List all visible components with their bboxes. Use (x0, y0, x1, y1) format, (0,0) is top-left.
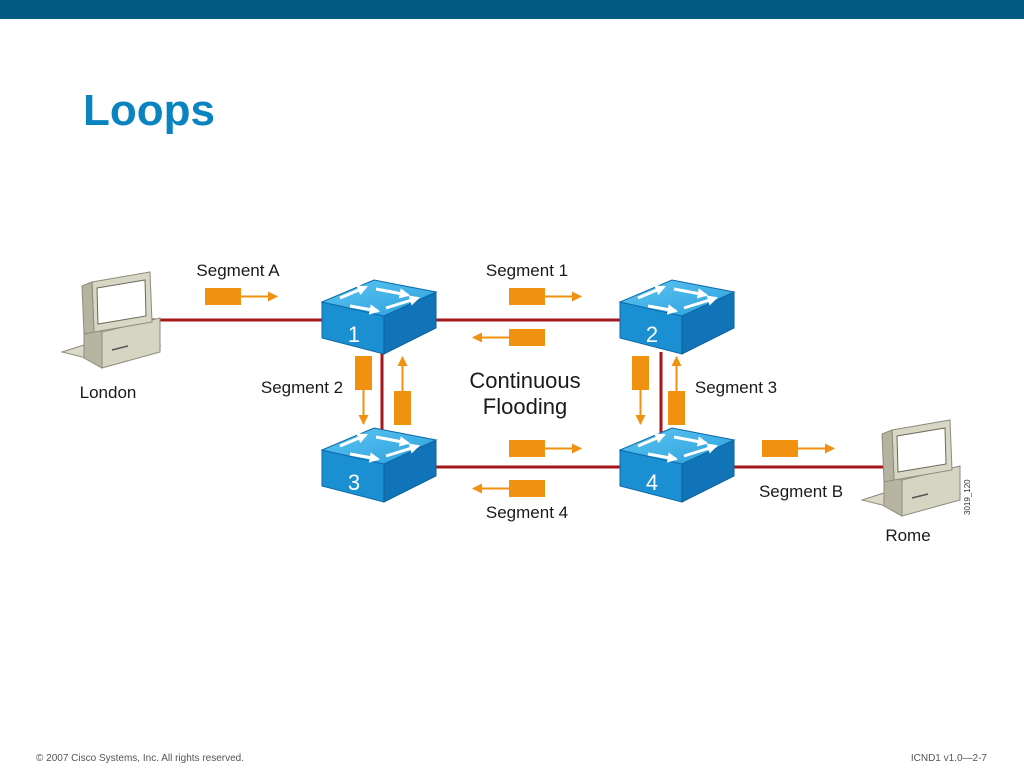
slide-title: Loops (83, 86, 215, 135)
figure-id: 3019_120 (963, 479, 972, 515)
segment-label-1: Segment 1 (486, 261, 568, 280)
computer-icon (60, 271, 162, 369)
frame-segment-4-left (472, 480, 545, 497)
switch-3: 3 (320, 427, 438, 503)
frame-segment-b (762, 440, 835, 457)
host-label-london: London (80, 383, 137, 402)
switch-label: 1 (348, 322, 360, 347)
host-london: London (60, 271, 162, 402)
segment-label-b: Segment B (759, 482, 843, 501)
frame-segment-1-right (509, 288, 582, 305)
footer-copyright: © 2007 Cisco Systems, Inc. All rights re… (36, 753, 245, 764)
frame-segment-3-down (632, 356, 649, 425)
switch-label: 3 (348, 470, 360, 495)
segment-label-3: Segment 3 (695, 378, 777, 397)
frame-segment-2-down (355, 356, 372, 425)
switch-icon (618, 279, 736, 355)
frame-segment-3-up (668, 356, 685, 425)
switch-label: 4 (646, 470, 658, 495)
continuous-flooding-line: Flooding (483, 394, 567, 419)
frame-segment-1-left (472, 329, 545, 346)
segment-label-2: Segment 2 (261, 378, 343, 397)
links (148, 318, 888, 469)
frame-segment-a (205, 288, 278, 305)
switch-4: 4 (618, 427, 736, 503)
computer-icon (860, 419, 962, 517)
switch-icon (618, 427, 736, 503)
frame-segment-4-right (509, 440, 582, 457)
segment-label-a: Segment A (196, 261, 280, 280)
host-label-rome: Rome (885, 526, 930, 545)
frame-segment-2-up (394, 356, 411, 425)
header-bar (0, 0, 1024, 19)
segment-label-4: Segment 4 (486, 503, 568, 522)
switch-1: 1 (320, 279, 438, 355)
switch-label: 2 (646, 322, 658, 347)
switch-icon (320, 279, 438, 355)
footer-course-code: ICND1 v1.0—2-7 (910, 753, 987, 764)
continuous-flooding-line: Continuous (469, 368, 580, 393)
switch-icon (320, 427, 438, 503)
switch-2: 2 (618, 279, 736, 355)
host-rome: Rome (860, 419, 962, 545)
